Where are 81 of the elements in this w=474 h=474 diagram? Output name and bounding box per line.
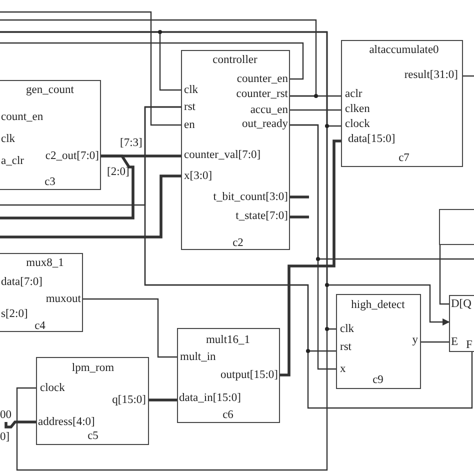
port-label: data[7:0] bbox=[1, 276, 43, 288]
port-label: q[15:0] bbox=[112, 394, 146, 406]
block-title: high_detect bbox=[351, 299, 405, 311]
port-label: y bbox=[412, 334, 418, 346]
port-label: clk bbox=[1, 133, 16, 145]
port-label: result[31:0] bbox=[404, 69, 458, 81]
port-label: clock bbox=[345, 118, 370, 130]
port-label: s[2:0] bbox=[1, 308, 28, 320]
port-label: data_in[15:0] bbox=[179, 392, 241, 404]
wire bbox=[439, 245, 449, 305]
block-title: lpm_rom bbox=[72, 362, 114, 374]
port-label: data[15:0] bbox=[348, 133, 396, 145]
port-label: rst bbox=[184, 101, 196, 113]
wire bbox=[280, 140, 341, 376]
bus-label: [2:0] bbox=[107, 166, 130, 178]
port-label: muxout bbox=[46, 293, 81, 305]
wire bbox=[83, 298, 177, 358]
port-label: clken bbox=[345, 103, 370, 115]
wire bbox=[290, 124, 474, 260]
port-label: F bbox=[466, 339, 472, 351]
wire bbox=[0, 174, 181, 238]
component-block bbox=[336, 294, 421, 389]
component-block bbox=[0, 80, 101, 190]
port-label: x[3:0] bbox=[184, 170, 212, 182]
instance-label: c3 bbox=[44, 176, 56, 188]
wire bbox=[290, 216, 309, 218]
port-label: count_en bbox=[1, 111, 44, 123]
wire bbox=[149, 398, 177, 402]
instance-label: c7 bbox=[398, 152, 410, 164]
port-label: aclr bbox=[345, 88, 362, 100]
port-label: address[4:0] bbox=[38, 416, 95, 428]
empty-box bbox=[439, 209, 474, 245]
port-label: output[15:0] bbox=[220, 369, 278, 381]
instance-label: c2 bbox=[232, 237, 244, 249]
wire bbox=[421, 341, 449, 343]
wire bbox=[0, 31, 450, 326]
block-title: mux8_1 bbox=[26, 257, 64, 269]
instance-label: c5 bbox=[88, 430, 98, 442]
bus-label: [7:3] bbox=[120, 137, 142, 149]
port-label: c2_out[7:0] bbox=[45, 150, 99, 162]
block-title: controller bbox=[212, 54, 258, 66]
wire bbox=[463, 75, 474, 77]
wire bbox=[290, 196, 309, 198]
block-title: mult16_1 bbox=[206, 334, 250, 346]
wire bbox=[290, 109, 341, 111]
block-title: altaccumulate0 bbox=[369, 44, 439, 56]
port-label: en bbox=[184, 119, 195, 131]
wire bbox=[4, 420, 36, 428]
port-label: a_clr bbox=[1, 155, 24, 167]
bus-label: 00 bbox=[0, 409, 14, 422]
port-label: counter_rst bbox=[236, 88, 288, 100]
instance-label: c4 bbox=[34, 320, 46, 332]
port-label: counter_en bbox=[236, 73, 288, 85]
port-label: clock bbox=[40, 382, 65, 394]
bus-label: 0] bbox=[0, 431, 10, 443]
port-label: D[Q bbox=[451, 298, 472, 310]
wire bbox=[0, 11, 181, 126]
wire bbox=[0, 42, 304, 80]
port-label: clk bbox=[184, 84, 198, 96]
port-label: t_bit_count[3:0] bbox=[213, 191, 288, 203]
port-label: rst bbox=[340, 341, 352, 353]
wire bbox=[0, 19, 317, 97]
port-label: out_ready bbox=[242, 118, 288, 130]
component-block bbox=[36, 357, 149, 445]
instance-label: c6 bbox=[222, 409, 234, 421]
port-label: E bbox=[451, 336, 458, 348]
wire bbox=[0, 106, 181, 206]
wire bbox=[0, 154, 134, 220]
component-block bbox=[0, 253, 83, 332]
component-block bbox=[177, 328, 280, 423]
port-label: x bbox=[340, 363, 346, 375]
component-block bbox=[449, 295, 474, 352]
component-block bbox=[341, 40, 463, 167]
port-label: accu_en bbox=[250, 104, 288, 116]
port-label: mult_in bbox=[180, 351, 216, 363]
component-block bbox=[181, 50, 290, 250]
port-label: t_state[7:0] bbox=[236, 210, 288, 222]
port-label: clk bbox=[340, 323, 354, 335]
block-title: gen_count bbox=[26, 84, 74, 96]
port-label: counter_val[7:0] bbox=[184, 149, 261, 161]
instance-label: c9 bbox=[372, 374, 384, 386]
